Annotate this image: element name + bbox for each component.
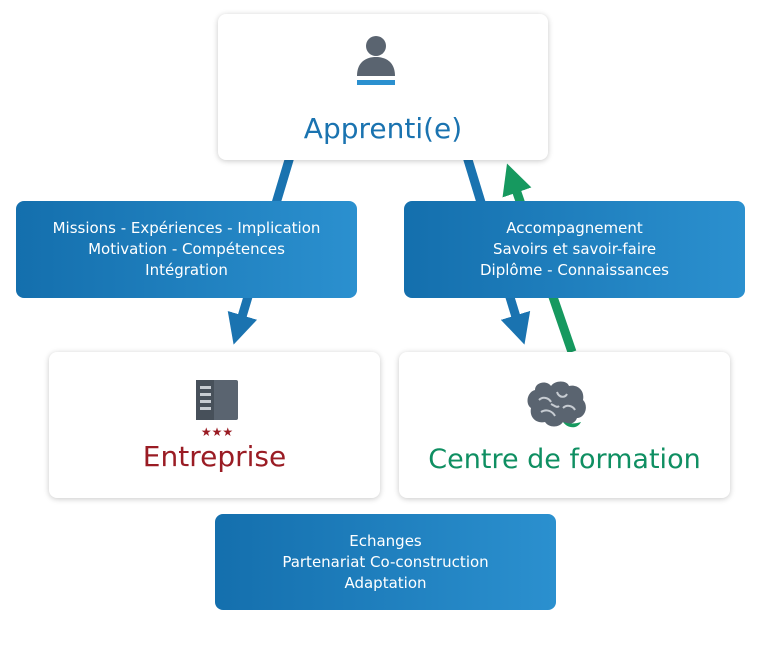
box-line: Diplôme - Connaissances bbox=[479, 261, 670, 279]
box-line: Partenariat Co-construction bbox=[282, 552, 489, 571]
formation-label: Centre de formation bbox=[428, 444, 701, 475]
apprenti-card: Apprenti(e) bbox=[218, 14, 548, 160]
box-line: Savoirs et savoir-faire bbox=[492, 240, 657, 258]
formation-relation-box: Accompagnement Savoirs et savoir-faire D… bbox=[404, 201, 745, 298]
brain-icon bbox=[527, 381, 586, 428]
person-icon bbox=[357, 36, 395, 85]
partnership-box: Echanges Partenariat Co-construction Ada… bbox=[215, 514, 556, 610]
svg-text:★★★: ★★★ bbox=[201, 425, 233, 438]
box-line: Accompagnement bbox=[506, 219, 643, 237]
entreprise-card: ★★★ Entreprise bbox=[49, 352, 380, 498]
apprenti-label: Apprenti(e) bbox=[303, 112, 463, 145]
box-line: Missions - Expériences - Implication bbox=[52, 219, 321, 237]
box-line: Intégration bbox=[145, 261, 228, 279]
box-line: Motivation - Compétences bbox=[88, 240, 285, 258]
entreprise-relation-box: Missions - Expériences - Implication Mot… bbox=[16, 201, 357, 298]
box-line: Echanges bbox=[349, 531, 422, 550]
formation-card: Centre de formation bbox=[399, 352, 730, 498]
entreprise-label: Entreprise bbox=[142, 440, 287, 473]
box-line: Adaptation bbox=[344, 573, 427, 592]
building-icon: ★★★ bbox=[196, 380, 238, 438]
